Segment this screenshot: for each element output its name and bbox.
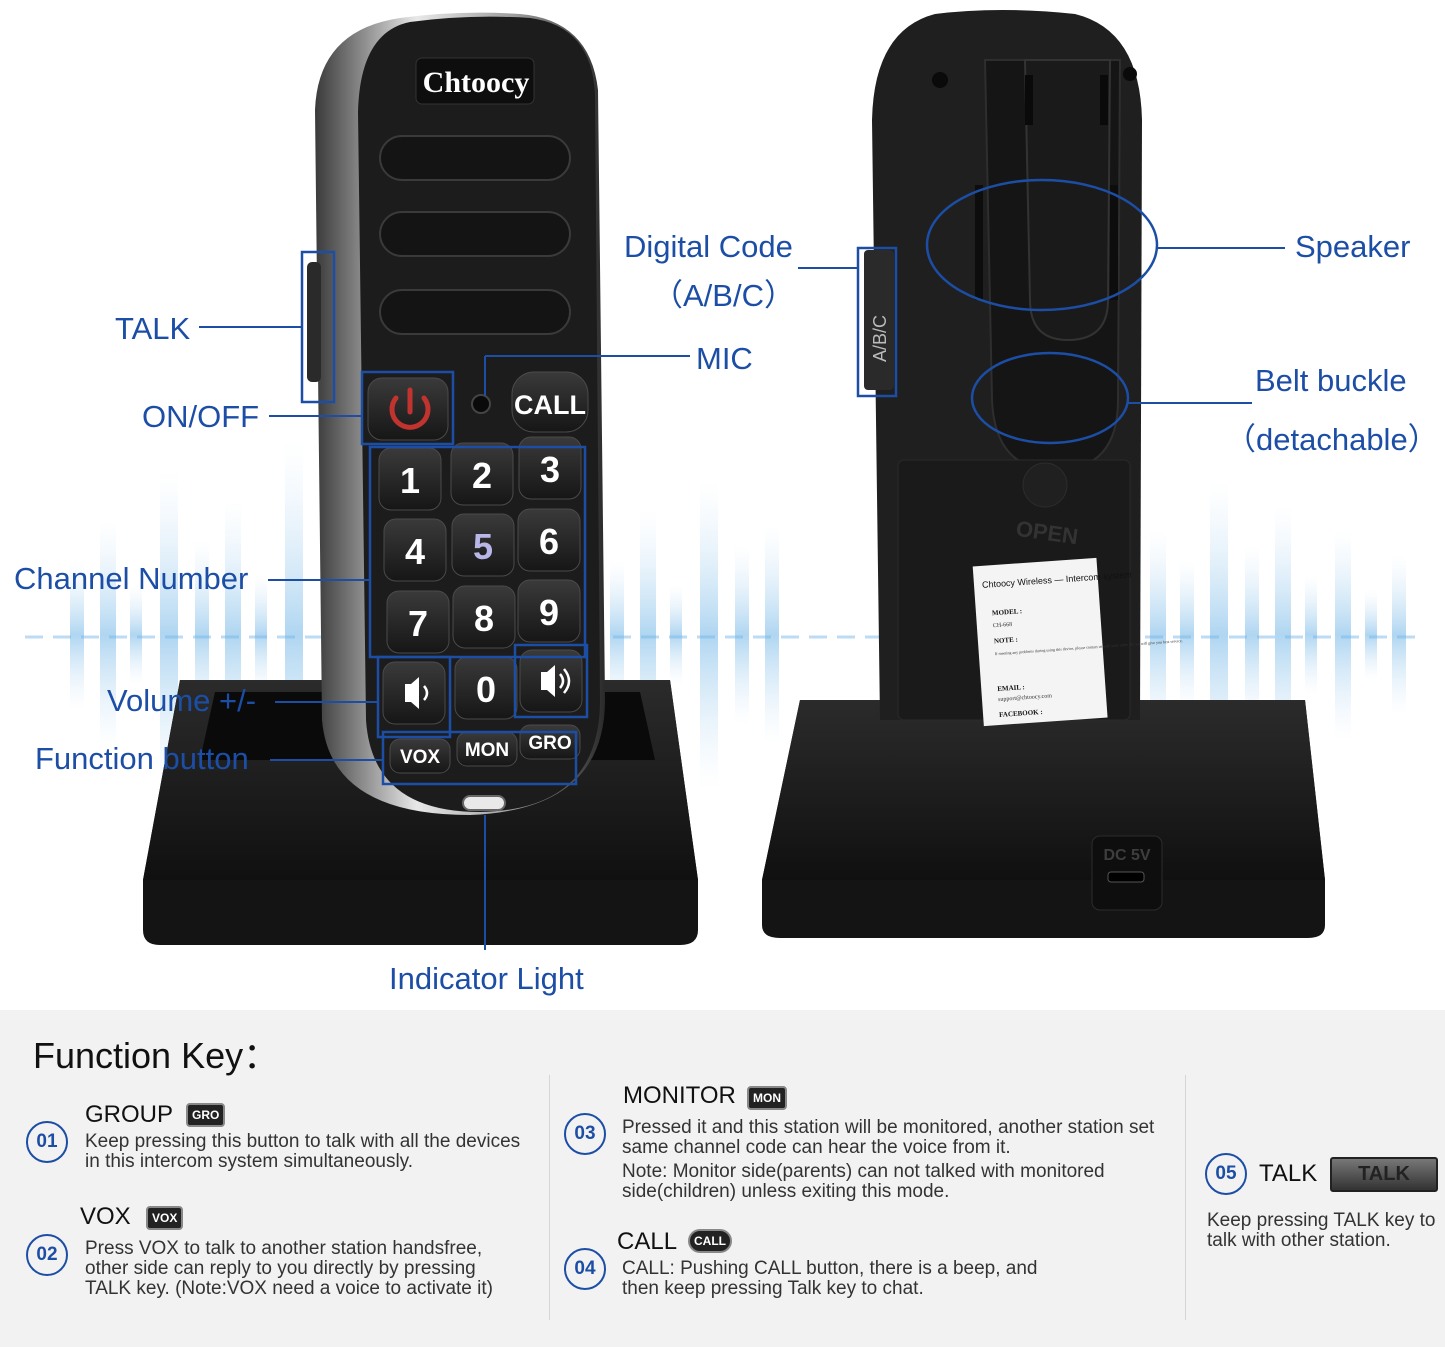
sticker-model: CH-668	[993, 622, 1013, 629]
callout-volume: Volume +/-	[107, 683, 257, 718]
speaker-grille	[379, 135, 571, 335]
vox-key-name: VOX	[80, 1203, 131, 1230]
keypad-key-5[interactable]	[451, 513, 515, 577]
function-key-panel	[0, 1010, 1445, 1347]
keypad-digit-0: 0	[476, 669, 496, 710]
volume-down-icon	[405, 677, 429, 709]
vox-description: Press VOX to talk to another station han…	[85, 1238, 493, 1299]
keypad-digit-8: 8	[474, 598, 494, 639]
callout-mic: MIC	[696, 341, 753, 376]
item-number-03: 03	[564, 1113, 606, 1155]
indicator-light	[462, 795, 506, 811]
keypad-digit-7: 7	[408, 603, 428, 644]
abc-switch-label: A/B/C	[870, 315, 890, 362]
sticker-email: support@chtoocy.com	[998, 693, 1053, 703]
gro-key[interactable]	[519, 724, 581, 760]
back-handset: OPEN A/B/C Chtoocy Wireless — Intercom s…	[864, 10, 1183, 727]
vox-key-label: VOX	[400, 747, 440, 768]
sticker-email-heading: EMAIL :	[997, 683, 1025, 693]
keypad-digit-5: 5	[473, 526, 493, 567]
vox-key[interactable]	[389, 738, 451, 774]
column-divider-2	[1185, 1075, 1186, 1320]
product-scene: Chtoocy CALL 1 2 3 4 5 6 7 8 9 0	[25, 10, 1420, 950]
item-number-02: 02	[26, 1234, 68, 1276]
vox-badge: VOX	[146, 1206, 184, 1230]
callout-belt-buckle: Belt buckle	[1255, 363, 1407, 398]
brand-logo: Chtoocy	[423, 66, 530, 99]
monitor-note: Note: Monitor side(parents) can not talk…	[622, 1161, 1105, 1202]
column-divider-1	[549, 1075, 550, 1320]
call-key-label: CALL	[514, 390, 586, 420]
callout-digital-code: Digital Code	[624, 229, 793, 264]
sticker-note-heading: NOTE :	[994, 636, 1018, 646]
call-description: CALL: Pushing CALL button, there is a be…	[622, 1258, 1038, 1299]
power-icon	[389, 387, 431, 430]
usb-port	[1107, 871, 1145, 883]
callout-function-button: Function button	[35, 741, 249, 776]
sticker-facebook-heading: FACEBOOK :	[999, 708, 1043, 719]
sticker-model-heading: MODEL :	[992, 607, 1023, 617]
mic-hole	[471, 394, 491, 414]
function-key-title: Function Key：	[33, 1035, 280, 1076]
back-leader-lines	[798, 247, 1285, 404]
spec-sticker: Chtoocy Wireless — Intercom system MODEL…	[972, 557, 1183, 727]
item-number-01: 01	[26, 1121, 68, 1163]
gro-badge: GRO	[186, 1103, 226, 1127]
back-callout-shapes	[856, 178, 1159, 445]
keypad-key-3[interactable]	[518, 436, 582, 500]
keypad-key-2[interactable]	[450, 442, 514, 506]
volume-up-icon	[541, 665, 571, 697]
keypad-key-7[interactable]	[386, 590, 450, 654]
keypad-digit-2: 2	[472, 455, 492, 496]
keypad-digit-1: 1	[400, 460, 420, 501]
keypad-digit-4: 4	[405, 531, 425, 572]
callout-talk: TALK	[115, 311, 191, 346]
monitor-key-name: MONITOR	[623, 1082, 736, 1109]
talk-badge: TALK	[1330, 1157, 1438, 1192]
keypad-digit-6: 6	[539, 521, 559, 562]
front-leader-lines	[199, 326, 690, 950]
keypad-key-6[interactable]	[517, 508, 581, 572]
mon-badge: MON	[747, 1086, 787, 1110]
callout-digital-code-sub: （A/B/C）	[652, 278, 795, 313]
callout-belt-buckle-sub: （detachable）	[1225, 422, 1439, 457]
monitor-description: Pressed it and this station will be moni…	[622, 1117, 1155, 1158]
front-handset: Chtoocy CALL 1 2 3 4 5 6 7 8 9 0	[307, 12, 605, 815]
group-key-name: GROUP	[85, 1101, 174, 1128]
keypad-key-9[interactable]	[517, 579, 581, 643]
keypad-digit-3: 3	[540, 449, 560, 490]
keypad-key-8[interactable]	[452, 585, 516, 649]
keypad-key-4[interactable]	[383, 518, 447, 582]
item-number-04: 04	[564, 1248, 606, 1290]
talk-description: Keep pressing TALK key to talk with othe…	[1207, 1210, 1436, 1251]
call-key-name: CALL	[617, 1228, 678, 1255]
keypad-digit-9: 9	[539, 592, 559, 633]
dc-port-label: DC 5V	[1103, 847, 1150, 864]
callout-indicator-light: Indicator Light	[389, 961, 584, 996]
front-callout-boxes	[300, 250, 589, 786]
gro-key-label: GRO	[528, 733, 571, 754]
callout-speaker: Speaker	[1295, 229, 1411, 264]
talk-key-name: TALK	[1259, 1160, 1318, 1187]
group-description: Keep pressing this button to talk with a…	[85, 1131, 521, 1172]
back-charging-base: DC 5V	[762, 700, 1325, 938]
call-badge: CALL	[688, 1229, 732, 1253]
brand-plate	[415, 57, 535, 105]
callout-onoff: ON/OFF	[142, 399, 260, 434]
mon-key-label: MON	[465, 740, 509, 761]
call-key[interactable]	[511, 371, 589, 433]
item-number-05: 05	[1205, 1153, 1247, 1195]
callout-channel-number: Channel Number	[14, 561, 249, 596]
